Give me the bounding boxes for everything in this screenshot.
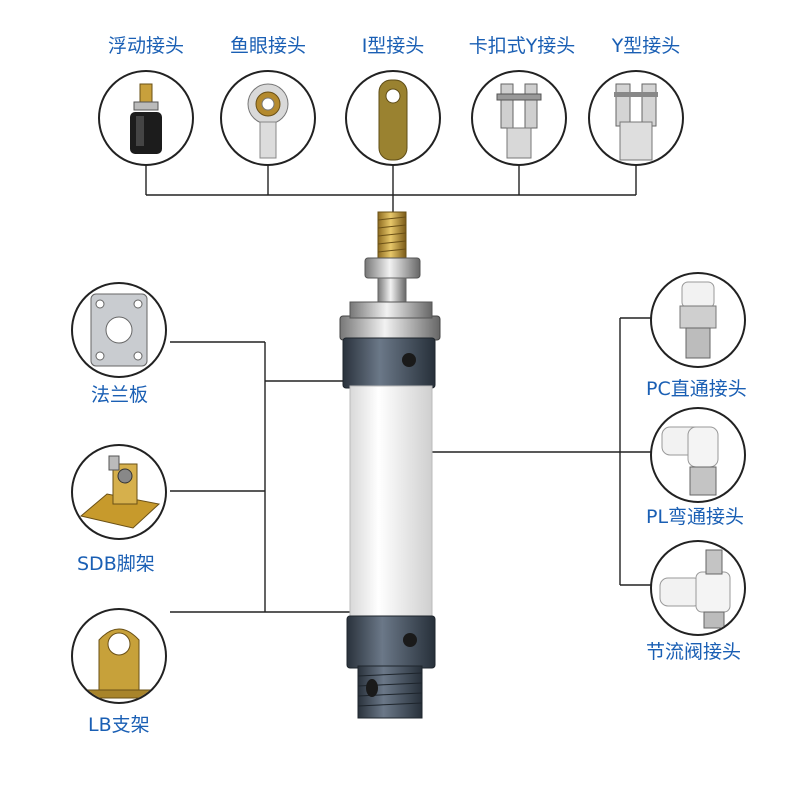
pc-straight-fitting-icon — [650, 272, 746, 368]
piston-rod — [377, 277, 407, 303]
y-type-joint-icon — [588, 70, 684, 166]
lb-bracket-icon — [71, 608, 167, 704]
label-sdb-foot-bracket: SDB脚架 — [77, 553, 155, 575]
rod-eye-joint-icon — [220, 70, 316, 166]
floating-joint-icon — [98, 70, 194, 166]
label-throttle-valve-fitting: 节流阀接头 — [646, 641, 742, 663]
rear-port — [403, 633, 417, 647]
rod-nut — [364, 257, 421, 279]
label-pl-elbow-fitting: PL弯通接头 — [646, 506, 745, 528]
label-rod-eye-joint: 鱼眼接头 — [229, 35, 306, 57]
pl-elbow-fitting-icon — [650, 407, 746, 503]
label-floating-joint: 浮动接头 — [107, 35, 184, 57]
mounting-nut — [339, 315, 441, 341]
rod-thread — [377, 211, 407, 263]
label-clip-y-joint: 卡扣式Y接头 — [468, 35, 576, 57]
cylinder-barrel — [349, 385, 433, 619]
throttle-valve-fitting-icon — [650, 540, 746, 636]
label-pc-straight-fitting: PC直通接头 — [646, 378, 747, 400]
label-y-type-joint: Y型接头 — [611, 35, 681, 57]
sdb-foot-bracket-icon — [71, 444, 167, 540]
i-type-joint-icon — [345, 70, 441, 166]
rear-end-cap — [346, 615, 436, 669]
front-port — [402, 353, 416, 367]
clip-y-joint-icon — [471, 70, 567, 166]
rear-pivot-hole — [366, 679, 378, 697]
label-flange-plate: 法兰板 — [91, 384, 149, 406]
label-i-type-joint: I型接头 — [361, 35, 425, 57]
label-lb-bracket: LB支架 — [88, 714, 150, 736]
flange-plate-icon — [71, 282, 167, 378]
front-end-cap — [342, 337, 436, 389]
